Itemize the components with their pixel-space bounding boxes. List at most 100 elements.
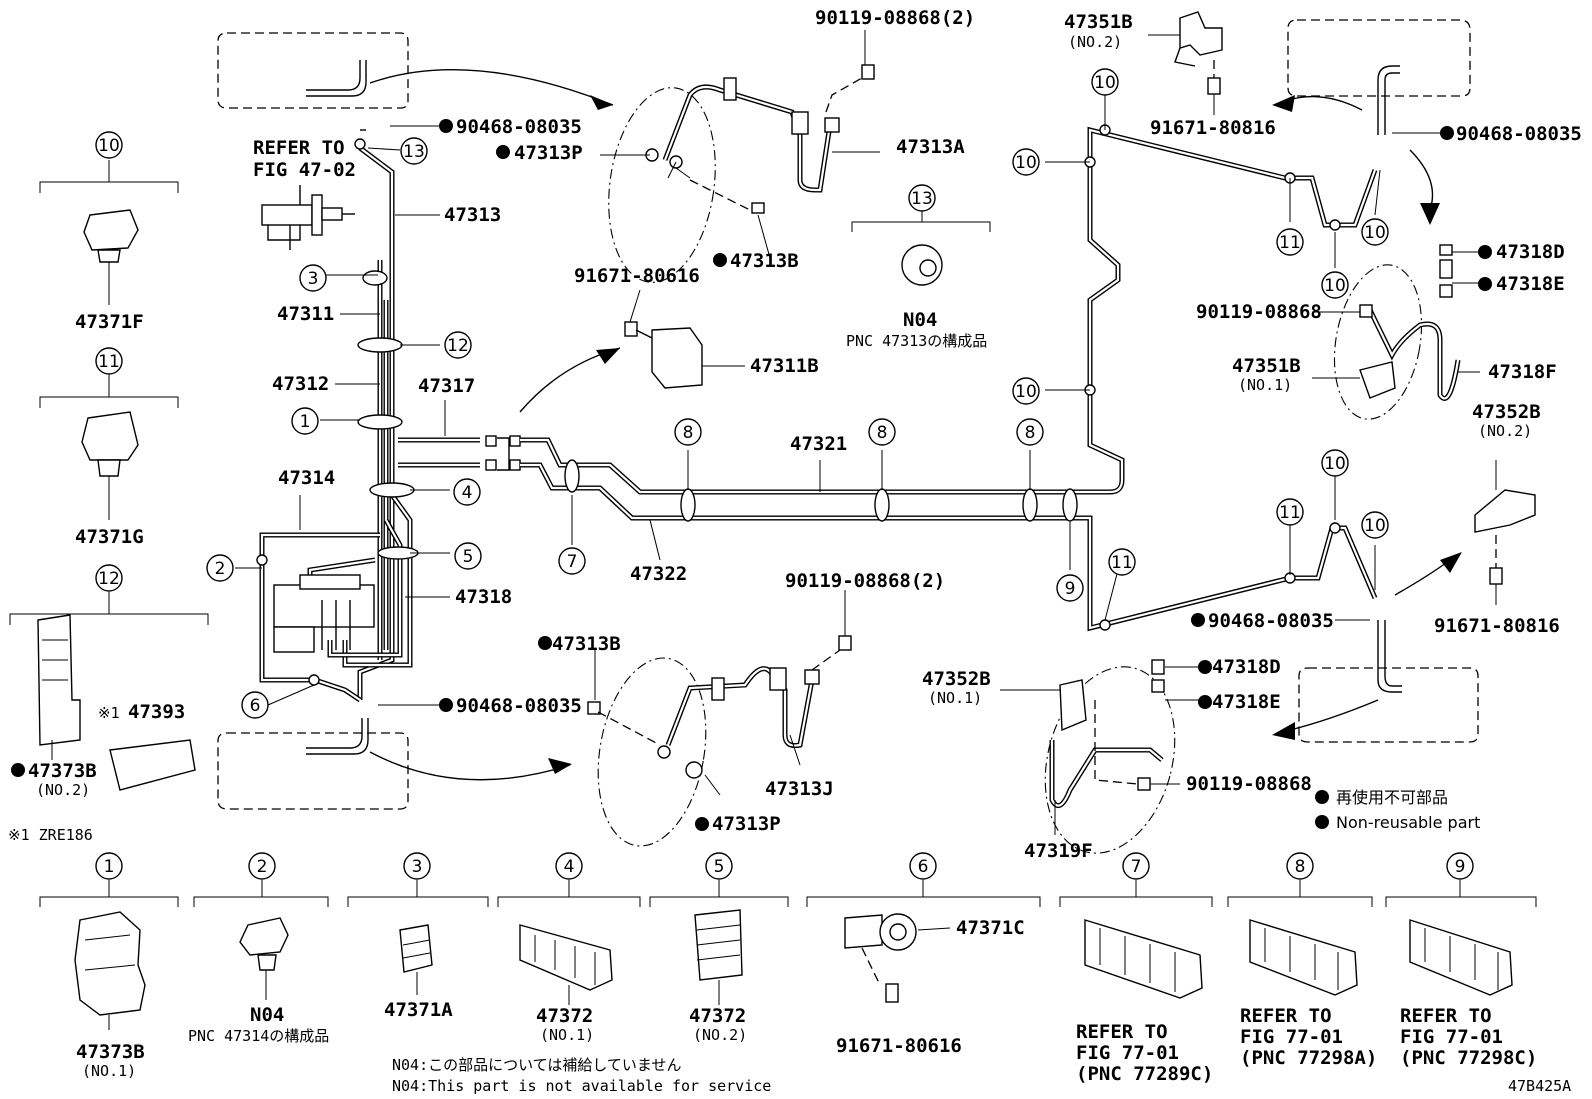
- label-47313B-bottom: 47313B: [552, 633, 621, 655]
- part-47372-no2: [694, 909, 743, 1005]
- front-hose-upper: [608, 64, 875, 283]
- svg-text:3: 3: [412, 857, 423, 877]
- label-47313P-top: 47313P: [514, 142, 583, 164]
- label-47371A: 47371A: [384, 999, 453, 1021]
- svg-text:9: 9: [1065, 579, 1076, 599]
- svg-text:2: 2: [257, 857, 268, 877]
- svg-text:11: 11: [98, 352, 120, 372]
- callout-circle-4-bottom: 4: [555, 852, 583, 880]
- callout-circle-7-bottom: 7: [1122, 852, 1150, 880]
- non-reusable-marks: [11, 119, 1492, 831]
- svg-text:10: 10: [1324, 454, 1346, 474]
- svg-text:10: 10: [1015, 153, 1037, 173]
- svg-text:5: 5: [714, 857, 725, 877]
- grommet-n04: [851, 210, 991, 286]
- pipe-union: [485, 435, 521, 471]
- brake-actuator: [273, 574, 375, 653]
- legend-en: Non-reusable part: [1336, 813, 1480, 832]
- label-47318E-bottom: 47318E: [1212, 691, 1281, 713]
- label-fig-77-01-d: FIG 77-01: [1400, 1026, 1503, 1048]
- callout-circle-13-grommet: 13: [908, 184, 936, 212]
- label-47318F: 47318F: [1488, 361, 1557, 383]
- label-fig-47-02: FIG 47-02: [253, 159, 356, 181]
- svg-text:8: 8: [683, 423, 694, 443]
- label-fig-77-01-b: FIG 77-01: [1076, 1042, 1179, 1064]
- part-refer-77298A: [1249, 919, 1358, 996]
- label-47352B-no1-sub: (NO.1): [928, 689, 982, 707]
- svg-text:8: 8: [1025, 423, 1036, 443]
- label-47372-no2-sub: (NO.2): [693, 1026, 747, 1044]
- label-47351B-no2-sub: (NO.2): [1068, 33, 1122, 51]
- callout-circle-9: 9: [1056, 574, 1084, 602]
- svg-text:13: 13: [911, 189, 933, 209]
- label-47321: 47321: [790, 433, 847, 455]
- label-91671-80616-bottom: 91671-80616: [836, 1035, 962, 1057]
- label-refer-to-d: REFER TO: [1400, 1005, 1492, 1027]
- label-47351B-no2: 47351B: [1064, 11, 1133, 33]
- part-47373B-no1: [74, 911, 146, 1030]
- label-90468-08035-c: 90468-08035: [1208, 610, 1334, 632]
- part-refer-77289C: [1084, 919, 1203, 999]
- label-47373B-no2-sub: (NO.2): [36, 781, 90, 799]
- callout-circle-7: 7: [558, 547, 586, 575]
- svg-text:11: 11: [1279, 233, 1301, 253]
- callout-circle-6-bottom: 6: [909, 852, 937, 880]
- label-47318E-top: 47318E: [1496, 273, 1565, 295]
- clip-47371G: [39, 375, 179, 520]
- label-91671-80816-top: 91671-80816: [1150, 117, 1276, 139]
- clamp-47373B-no2: [9, 592, 209, 791]
- label-47318D-top: 47318D: [1496, 241, 1565, 263]
- upper-left-callout-box: [217, 32, 614, 131]
- footnote-n04-jp: N04:この部品については補給していません: [392, 1056, 681, 1074]
- svg-text:7: 7: [1131, 857, 1142, 877]
- callout-circle-10-f: 10: [1321, 449, 1349, 477]
- label-n04-bottom: N04: [250, 1004, 284, 1026]
- callout-circle-3: 3: [299, 264, 327, 292]
- label-47372-no1: 47372: [536, 1005, 593, 1027]
- label-47318: 47318: [455, 586, 512, 608]
- part-n04-clip: [239, 917, 289, 1000]
- svg-text:11: 11: [1111, 553, 1133, 573]
- label-47393: 47393: [128, 701, 185, 723]
- label-47371F: 47371F: [75, 311, 144, 333]
- callout-circle-1: 1: [291, 407, 319, 435]
- callout-circle-11-c: 11: [1108, 548, 1136, 576]
- svg-text:4: 4: [462, 483, 473, 503]
- label-47373B-no2: 47373B: [28, 760, 97, 782]
- rear-right-lower-box: [1272, 552, 1479, 743]
- label-47311B: 47311B: [750, 355, 819, 377]
- callout-circle-10-e: 10: [1012, 377, 1040, 405]
- part-labels: 90119-08868(2) 47351B (NO.2) 91671-80816…: [8, 7, 1582, 862]
- svg-text:12: 12: [447, 336, 469, 356]
- bracket-47352B-no2: [1474, 489, 1536, 585]
- part-47371C: [844, 913, 951, 1003]
- label-47313: 47313: [444, 204, 501, 226]
- label-47372-no1-sub: (NO.1): [540, 1026, 594, 1044]
- svg-text:10: 10: [1094, 73, 1116, 93]
- svg-text:10: 10: [1364, 516, 1386, 536]
- svg-text:10: 10: [1364, 223, 1386, 243]
- svg-text:1: 1: [104, 857, 115, 877]
- lower-left-callout-box: [217, 718, 572, 810]
- footnotes: N04:この部品については補給していません N04:This part is n…: [392, 1056, 771, 1095]
- svg-text:2: 2: [215, 559, 226, 579]
- label-47371G: 47371G: [75, 526, 144, 548]
- master-cylinder-port: [261, 185, 355, 250]
- svg-text:11: 11: [1279, 503, 1301, 523]
- label-47319F: 47319F: [1024, 840, 1093, 862]
- footnote-n04-en: N04:This part is not available for servi…: [392, 1077, 771, 1095]
- label-47351B-no1: 47351B: [1232, 355, 1301, 377]
- svg-text:6: 6: [918, 857, 929, 877]
- label-47352B-no2-sub: (NO.2): [1478, 422, 1532, 440]
- label-47322: 47322: [630, 563, 687, 585]
- bracket-47351B-no2: [1174, 11, 1223, 95]
- callout-circle-3-bottom: 3: [403, 852, 431, 880]
- svg-text:10: 10: [98, 136, 120, 156]
- svg-text:8: 8: [1295, 857, 1306, 877]
- label-90468-08035-b: 90468-08035: [1456, 123, 1582, 145]
- label-90468-08035-d: 90468-08035: [456, 695, 582, 717]
- label-refer-to-b: REFER TO: [1076, 1021, 1168, 1043]
- label-pnc-47314: PNC 47314の構成品: [188, 1027, 329, 1045]
- label-47311: 47311: [277, 303, 334, 325]
- svg-text:3: 3: [308, 269, 319, 289]
